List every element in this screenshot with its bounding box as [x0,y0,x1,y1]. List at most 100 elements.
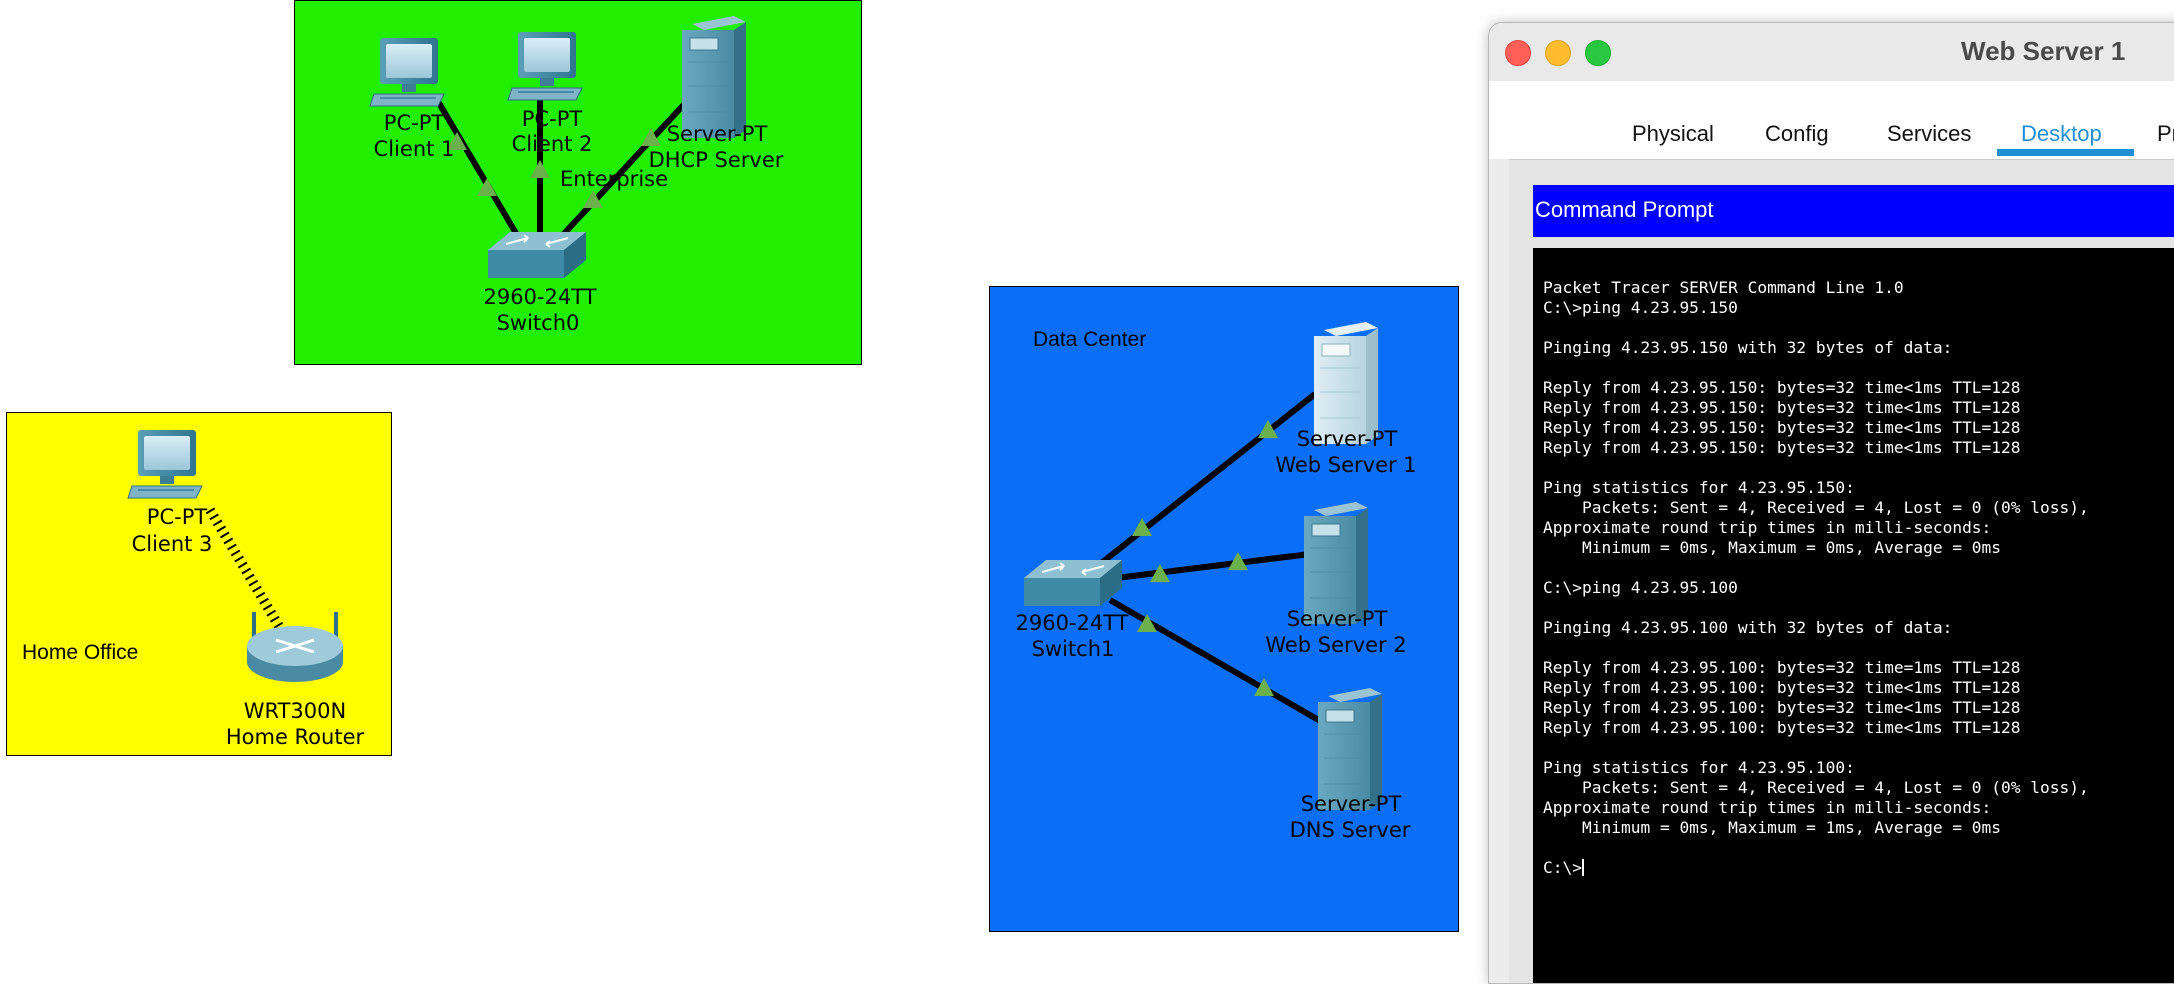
switch1-name-label: Switch1 [1032,637,1115,661]
client3-model-label: PC-PT [147,505,208,529]
client1-model-label: PC-PT [384,111,445,135]
data-center-area [989,286,1459,932]
dns-server-model-label: Server-PT [1301,792,1402,816]
close-window-button[interactable] [1505,40,1531,66]
terminal-line: Pinging 4.23.95.150 with 32 bytes of dat… [1543,338,1953,357]
dhcp-name-label: DHCP Server [649,148,784,172]
link-indicator [1228,552,1248,570]
link-indicator [447,132,467,150]
terminal-line [1543,358,2089,378]
dhcp-model-label: Server-PT [667,122,768,146]
terminal-line: Reply from 4.23.95.100: bytes=32 time<1m… [1543,718,2021,737]
terminal-line: Packets: Sent = 4, Received = 4, Lost = … [1543,498,2089,517]
network-topology-canvas[interactable]: PC-PT Client 1 PC-PT Client 2 Server-PT … [0,0,1500,952]
prompt-text: C:\> [1543,858,1582,877]
link-indicator [1137,614,1157,632]
client3-name-label: Client 3 [132,532,213,556]
terminal-line [1543,558,2089,578]
terminal-line: Ping statistics for 4.23.95.150: [1543,478,1855,497]
terminal-line: Approximate round trip times in milli-se… [1543,798,1992,817]
text-cursor [1581,859,1584,876]
terminal-line: Reply from 4.23.95.100: bytes=32 time<1m… [1543,678,2021,697]
terminal-line: Minimum = 0ms, Maximum = 0ms, Average = … [1543,538,2002,557]
terminal-line: Reply from 4.23.95.100: bytes=32 time=1m… [1543,658,2021,677]
link-indicator [1258,420,1278,438]
terminal-line: Approximate round trip times in milli-se… [1543,518,1992,537]
data-center-area-label: Data Center [1033,328,1146,351]
tab-physical[interactable]: Physical [1632,121,1714,146]
switch0-name-label: Switch0 [497,311,580,335]
terminal-line: Reply from 4.23.95.150: bytes=32 time<1m… [1543,398,2021,417]
server-icon[interactable] [1313,321,1379,445]
window-title: Web Server 1 [1961,36,2126,66]
wireless-link [205,507,285,631]
terminal-line [1543,458,2089,478]
terminal-line: Reply from 4.23.95.150: bytes=32 time<1m… [1543,418,2021,437]
terminal-line: Reply from 4.23.95.100: bytes=32 time<1m… [1543,698,2021,717]
tab-desktop[interactable]: Desktop [2021,121,2102,146]
server-icon[interactable] [681,15,747,139]
desktop-content: Command Prompt Packet Tracer SERVER Comm… [1509,159,2174,983]
link-indicator [1254,678,1274,696]
link-indicator [641,128,661,146]
device-tab-bar: Physical Config Services Desktop Program… [1489,81,2174,159]
tab-services[interactable]: Services [1887,121,1972,146]
switch0-model-label: 2960-24TT [483,285,596,309]
pc-icon[interactable] [369,37,445,107]
dns-server-name-label: DNS Server [1290,818,1411,842]
home-office-area [6,412,392,756]
home-office-area-label: Home Office [22,641,138,664]
command-prompt-header: Command Prompt [1533,185,2174,237]
home-router-model-label: WRT300N [244,699,346,723]
terminal-line [1543,738,2089,758]
terminal-line: Reply from 4.23.95.150: bytes=32 time<1m… [1543,438,2021,457]
terminal-line [1543,638,2089,658]
tab-programming[interactable]: Programming [2157,121,2174,146]
active-tab-indicator [1997,149,2134,156]
terminal-line [1543,838,2089,858]
pc-icon[interactable] [127,429,203,499]
switch-icon[interactable] [1023,559,1123,607]
terminal-line: Minimum = 0ms, Maximum = 1ms, Average = … [1543,818,2002,837]
terminal-prompt[interactable]: C:\> [1543,858,2089,878]
terminal-line: Reply from 4.23.95.150: bytes=32 time<1m… [1543,378,2021,397]
datacenter-links [1088,391,1324,725]
server-icon[interactable] [1303,501,1369,625]
tab-config[interactable]: Config [1765,121,1829,146]
web-server1-name-label: Web Server 1 [1275,453,1416,477]
maximize-window-button[interactable] [1585,40,1611,66]
command-prompt-title: Command Prompt [1535,197,1714,222]
link-up-indicators [447,128,661,208]
enterprise-area-label: Enterprise [560,167,668,191]
web-server2-model-label: Server-PT [1287,607,1388,631]
terminal-line [1543,318,2089,338]
router-icon[interactable] [247,612,343,682]
terminal-line [1543,598,2089,618]
web-server1-model-label: Server-PT [1297,427,1398,451]
window-titlebar[interactable]: Web Server 1 [1489,23,2174,81]
pc-icon[interactable] [507,31,583,101]
switch1-model-label: 2960-24TT [1015,611,1128,635]
device-window: Web Server 1 Physical Config Services De… [1488,22,2174,984]
terminal-line: C:\>ping 4.23.95.100 [1543,578,1738,597]
minimize-window-button[interactable] [1545,40,1571,66]
switch-icon[interactable] [487,231,587,279]
terminal-line: Ping statistics for 4.23.95.100: [1543,758,1855,777]
link-indicator [530,160,550,178]
terminal-line: C:\>ping 4.23.95.150 [1543,298,1738,317]
link-up-indicators [1132,420,1278,696]
web-server2-name-label: Web Server 2 [1265,633,1406,657]
terminal-line: Packets: Sent = 4, Received = 4, Lost = … [1543,778,2089,797]
link-indicator [1132,518,1152,536]
link-indicator [583,190,603,208]
client1-name-label: Client 1 [374,137,455,161]
link-indicator [1150,564,1170,582]
home-router-name-label: Home Router [226,725,365,749]
terminal-line: Pinging 4.23.95.100 with 32 bytes of dat… [1543,618,1953,637]
client2-name-label: Client 2 [512,132,593,156]
link-indicator [477,178,497,196]
terminal-line: Packet Tracer SERVER Command Line 1.0 [1543,278,1904,297]
client2-model-label: PC-PT [522,107,583,131]
